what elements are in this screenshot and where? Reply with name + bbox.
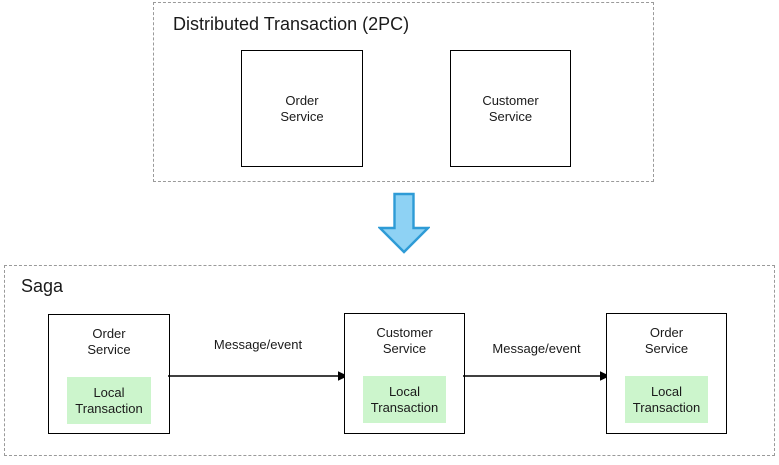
service-box-order-service-2pc[interactable]: Order Service xyxy=(241,50,363,167)
connector-label-message-event-2: Message/event xyxy=(492,341,581,356)
group-title-distributed-transaction: Distributed Transaction (2PC) xyxy=(173,14,410,34)
service-box-order-service-saga-3[interactable]: Order Service Local Transaction xyxy=(606,313,727,434)
service-box-label: Order Service xyxy=(644,325,689,356)
group-saga xyxy=(4,265,775,456)
service-box-customer-service-saga-2[interactable]: Customer Service Local Transaction xyxy=(344,313,465,434)
connector-arrow-message-event-2 xyxy=(463,371,610,381)
service-box-label: Customer Service xyxy=(376,325,433,356)
local-transaction-badge: Local Transaction xyxy=(363,376,446,423)
service-box-label: Order Service xyxy=(87,326,131,357)
service-box-customer-service-2pc[interactable]: Customer Service xyxy=(450,50,571,167)
local-transaction-label: Local Transaction xyxy=(632,383,701,415)
service-box-order-service-saga-1[interactable]: Order Service Local Transaction xyxy=(48,314,170,434)
connector-label-message-event-1: Message/event xyxy=(213,337,303,352)
local-transaction-badge: Local Transaction xyxy=(67,377,151,424)
group-title-saga: Saga xyxy=(21,276,64,296)
down-arrow-icon xyxy=(378,192,430,254)
connector-arrow-message-event-1 xyxy=(168,371,348,381)
local-transaction-label: Local Transaction xyxy=(75,384,143,416)
local-transaction-badge: Local Transaction xyxy=(625,376,708,423)
local-transaction-label: Local Transaction xyxy=(370,383,439,415)
group-distributed-transaction xyxy=(153,2,654,182)
service-box-label: Order Service xyxy=(280,92,324,124)
service-box-label: Customer Service xyxy=(482,92,539,124)
